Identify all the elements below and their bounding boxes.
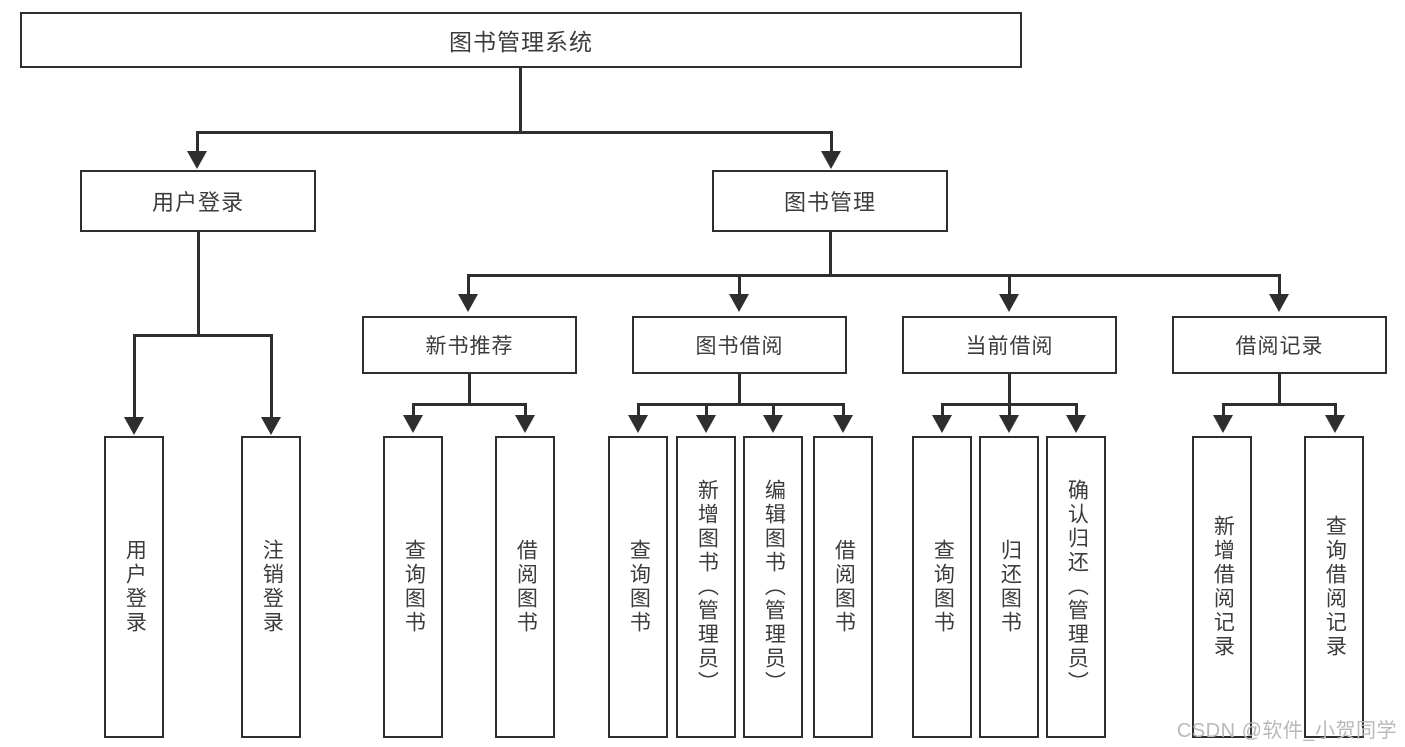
node-label: 图书管理	[783, 190, 876, 215]
connector-book-manage-bus	[467, 274, 1281, 277]
node-label: 借阅图书	[832, 539, 856, 635]
arrow-root-to-book-manage-icon	[821, 151, 841, 169]
node-label: 查询借阅记录	[1323, 515, 1347, 659]
connector-new-book-child2	[524, 403, 527, 417]
leaf-borrow-record-add-record[interactable]: 新增借阅记录	[1192, 436, 1252, 738]
node-book-management[interactable]: 图书管理	[712, 170, 948, 232]
arrow-book-manage-child1-icon	[458, 294, 478, 312]
arrow-new-book-child1-icon	[403, 415, 423, 433]
node-label: 图书管理系统	[449, 29, 593, 55]
arrow-book-manage-child4-icon	[1269, 294, 1289, 312]
connector-book-manage-child1	[467, 274, 470, 296]
arrow-book-borrow-child1-icon	[628, 415, 648, 433]
node-label: 当前借阅	[965, 335, 1054, 358]
connector-user-login-stem	[197, 232, 200, 337]
leaf-book-borrow-query-book[interactable]: 查询图书	[608, 436, 668, 738]
arrow-borrow-record-child1-icon	[1213, 415, 1233, 433]
connector-book-borrow-bus	[637, 403, 845, 406]
connector-current-borrow-child2	[1008, 403, 1011, 417]
connector-book-borrow-stem	[738, 374, 741, 406]
leaf-current-borrow-query-book[interactable]: 查询图书	[912, 436, 972, 738]
connector-borrow-record-bus	[1222, 403, 1337, 406]
connector-book-manage-child2	[738, 274, 741, 296]
arrow-root-to-user-login-icon	[187, 151, 207, 169]
arrow-new-book-child2-icon	[515, 415, 535, 433]
node-label: 确认归还（管理员）	[1065, 479, 1089, 695]
node-new-book-recommend[interactable]: 新书推荐	[362, 316, 577, 374]
leaf-borrow-record-query-record[interactable]: 查询借阅记录	[1304, 436, 1364, 738]
node-label: 编辑图书（管理员）	[762, 479, 786, 695]
connector-root-to-book-manage	[830, 131, 833, 153]
connector-new-book-bus	[412, 403, 527, 406]
connector-user-login-bus	[133, 334, 272, 337]
node-label: 新增图书（管理员）	[695, 479, 719, 695]
connector-book-borrow-child2	[705, 403, 708, 417]
arrow-current-borrow-child2-icon	[999, 415, 1019, 433]
connector-book-manage-child4	[1278, 274, 1281, 296]
arrow-current-borrow-child1-icon	[932, 415, 952, 433]
connector-root-bus	[196, 131, 833, 134]
arrow-current-borrow-child3-icon	[1066, 415, 1086, 433]
arrow-book-borrow-child3-icon	[763, 415, 783, 433]
connector-root-stem	[519, 68, 522, 133]
connector-borrow-record-child2	[1334, 403, 1337, 417]
node-label: 借阅记录	[1235, 335, 1324, 358]
node-label: 查询图书	[402, 539, 426, 635]
leaf-book-borrow-add-book-admin[interactable]: 新增图书（管理员）	[676, 436, 736, 738]
node-label: 图书借阅	[695, 335, 784, 358]
leaf-book-borrow-edit-book-admin[interactable]: 编辑图书（管理员）	[743, 436, 803, 738]
connector-borrow-record-stem	[1278, 374, 1281, 406]
connector-book-borrow-child4	[842, 403, 845, 417]
arrow-book-borrow-child4-icon	[833, 415, 853, 433]
leaf-new-book-borrow-book[interactable]: 借阅图书	[495, 436, 555, 738]
leaf-new-book-query-book[interactable]: 查询图书	[383, 436, 443, 738]
arrow-user-login-child1-icon	[124, 417, 144, 435]
connector-root-to-user-login	[196, 131, 199, 153]
node-book-borrow[interactable]: 图书借阅	[632, 316, 847, 374]
node-user-login[interactable]: 用户登录	[80, 170, 316, 232]
connector-new-book-stem	[468, 374, 471, 406]
connector-current-borrow-child3	[1075, 403, 1078, 417]
leaf-current-borrow-confirm-return-admin[interactable]: 确认归还（管理员）	[1046, 436, 1106, 738]
node-root-library-system[interactable]: 图书管理系统	[20, 12, 1022, 68]
node-label: 归还图书	[998, 539, 1022, 635]
connector-book-manage-stem	[829, 232, 832, 277]
arrow-borrow-record-child2-icon	[1325, 415, 1345, 433]
arrow-book-manage-child2-icon	[729, 294, 749, 312]
leaf-current-borrow-return-book[interactable]: 归还图书	[979, 436, 1039, 738]
connector-current-borrow-stem	[1008, 374, 1011, 406]
node-label: 用户登录	[123, 539, 147, 635]
connector-book-borrow-child3	[772, 403, 775, 417]
node-label: 新书推荐	[425, 335, 514, 358]
connector-user-login-child2	[270, 334, 273, 419]
node-label: 借阅图书	[514, 539, 538, 635]
connector-book-manage-child3	[1008, 274, 1011, 296]
connector-borrow-record-child1	[1222, 403, 1225, 417]
leaf-user-login-login[interactable]: 用户登录	[104, 436, 164, 738]
arrow-book-borrow-child2-icon	[696, 415, 716, 433]
leaf-user-login-logout[interactable]: 注销登录	[241, 436, 301, 738]
connector-new-book-child1	[412, 403, 415, 417]
arrow-user-login-child2-icon	[261, 417, 281, 435]
connector-user-login-child1	[133, 334, 136, 419]
node-label: 查询图书	[627, 539, 651, 635]
connector-book-borrow-child1	[637, 403, 640, 417]
node-current-borrow[interactable]: 当前借阅	[902, 316, 1117, 374]
leaf-book-borrow-borrow-book[interactable]: 借阅图书	[813, 436, 873, 738]
arrow-book-manage-child3-icon	[999, 294, 1019, 312]
node-label: 用户登录	[151, 190, 244, 215]
node-borrow-record[interactable]: 借阅记录	[1172, 316, 1387, 374]
node-label: 查询图书	[931, 539, 955, 635]
connector-current-borrow-child1	[941, 403, 944, 417]
node-label: 新增借阅记录	[1211, 515, 1235, 659]
node-label: 注销登录	[260, 539, 284, 635]
